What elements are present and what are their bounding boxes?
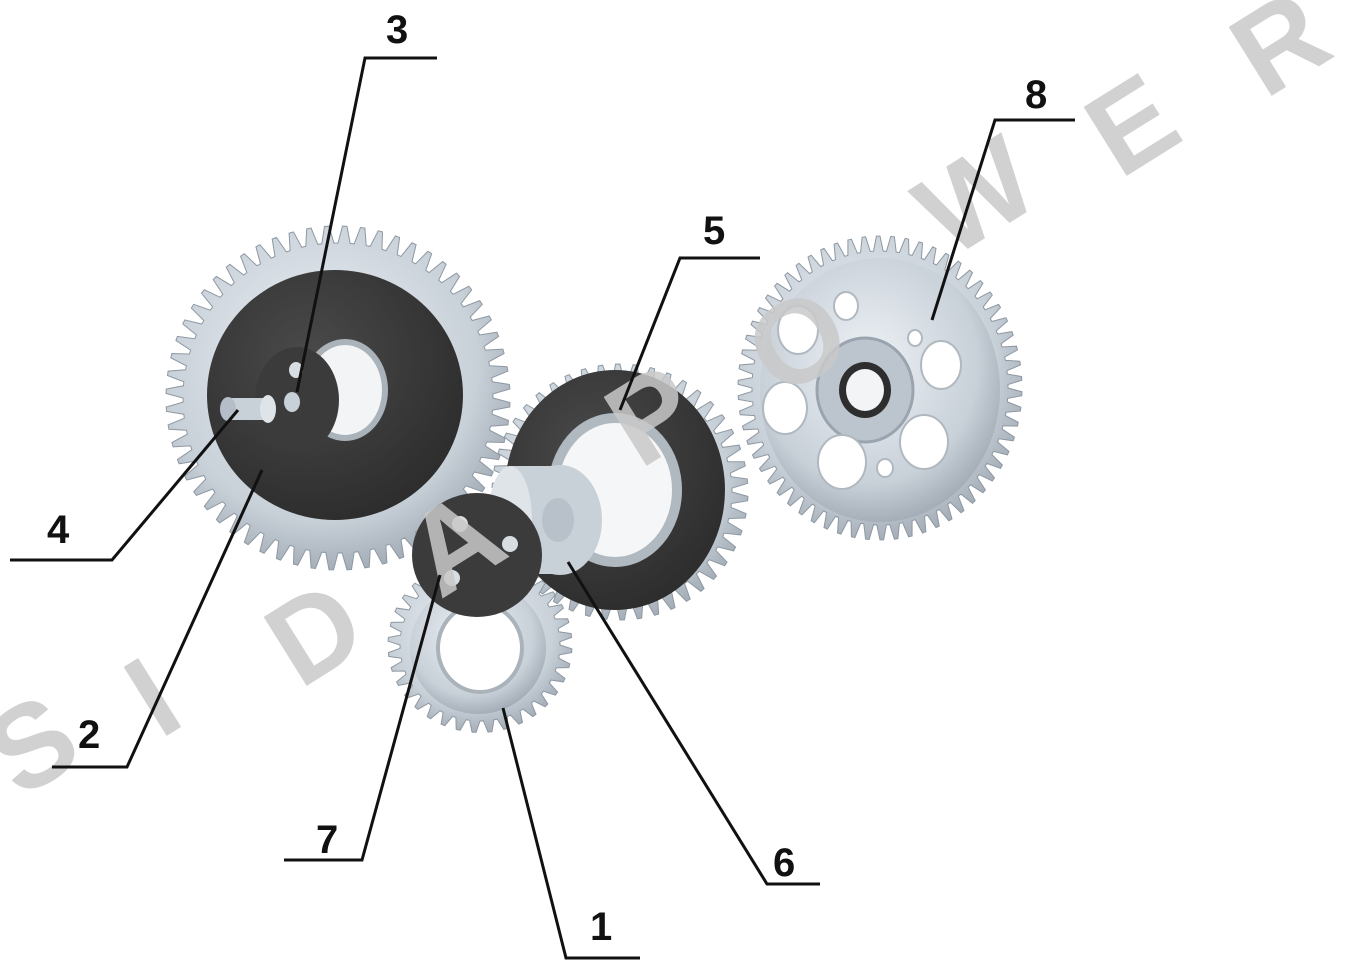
callout-3: 3 — [386, 8, 408, 52]
callout-4: 4 — [47, 508, 70, 552]
callout-1: 1 — [590, 905, 612, 949]
watermark-letter: D — [244, 555, 386, 712]
leader-line-1 — [503, 708, 640, 958]
callout-7: 7 — [316, 818, 338, 862]
watermark-letter: I — [104, 633, 202, 762]
hub-3-hole — [284, 392, 300, 412]
callout-2: 2 — [78, 713, 100, 757]
callout-5: 5 — [703, 209, 725, 253]
watermark-letter: E — [1064, 48, 1201, 202]
callout-8: 8 — [1025, 73, 1047, 117]
callout-6: 6 — [773, 841, 795, 885]
watermark-letter: R — [1209, 0, 1351, 122]
shaft-4 — [220, 395, 276, 423]
